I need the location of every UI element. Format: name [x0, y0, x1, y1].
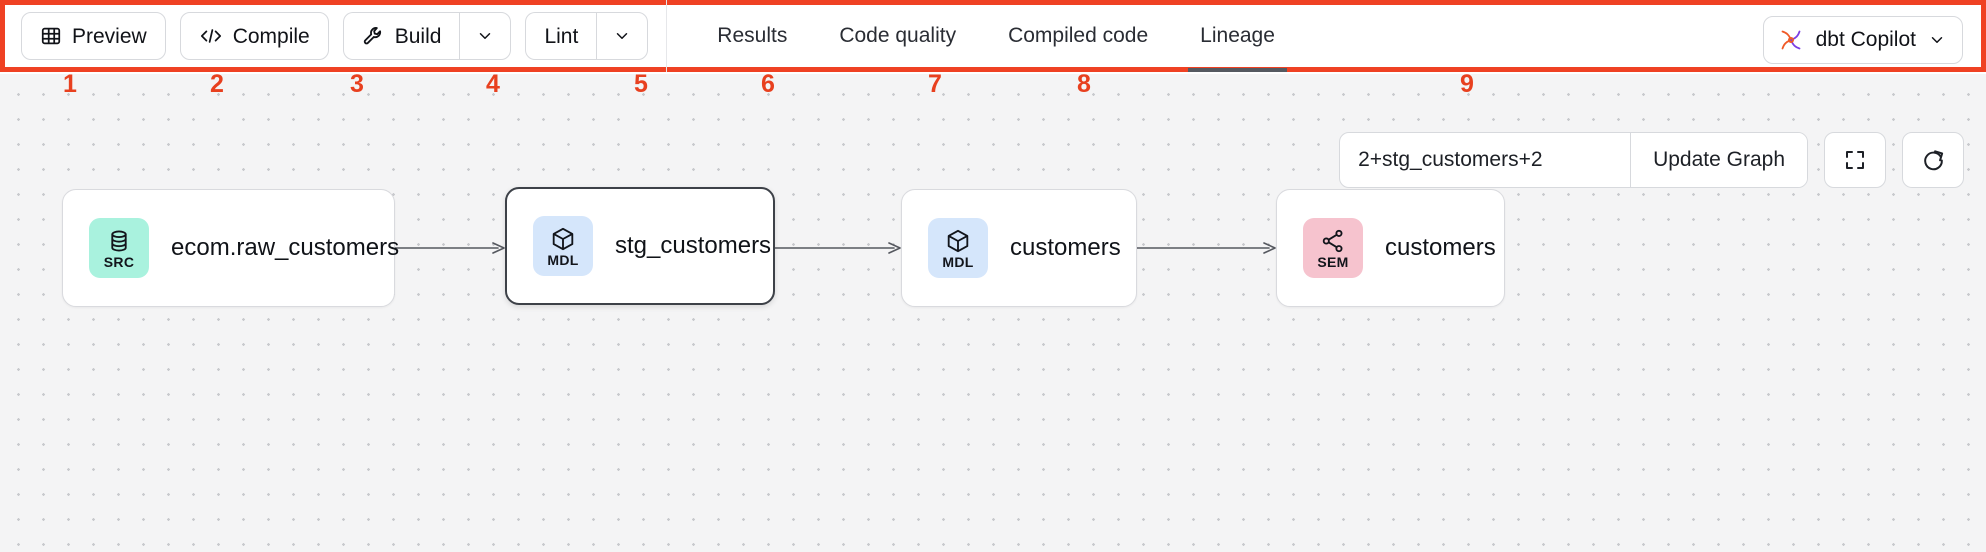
toolbar-annotation-box: Preview Compile	[0, 0, 1986, 72]
toolbar: Preview Compile	[5, 0, 1981, 72]
node-type-badge-sem: SEM	[1303, 218, 1363, 278]
refresh-icon	[1921, 148, 1946, 173]
node-type-label: MDL	[942, 253, 974, 270]
node-label: stg_customers	[615, 232, 772, 259]
lineage-node-sem[interactable]: SEM customers	[1276, 189, 1505, 307]
cube-icon	[945, 228, 971, 254]
toolbar-button-group: Preview Compile	[5, 12, 649, 60]
lineage-edge-src-to-stg	[394, 240, 505, 261]
node-label: ecom.raw_customers	[171, 234, 400, 261]
node-type-label: SEM	[1317, 253, 1349, 270]
node-type-badge-mdl: MDL	[533, 216, 593, 276]
compile-button[interactable]: Compile	[179, 12, 329, 60]
refresh-button[interactable]	[1902, 132, 1964, 188]
chevron-down-icon	[613, 27, 631, 45]
dbt-copilot-label: dbt Copilot	[1815, 28, 1916, 51]
node-label: customers	[1010, 234, 1121, 261]
annotation-number-7: 7	[928, 70, 942, 98]
annotation-number-3: 3	[350, 70, 364, 98]
database-icon	[106, 228, 132, 254]
lineage-edge-mdl-to-sem	[1136, 240, 1276, 261]
tab-bar: Results Code quality Compiled code Linea…	[667, 0, 1301, 72]
lineage-edge-stg-to-mdl	[774, 240, 901, 261]
lineage-node-src[interactable]: SRC ecom.raw_customers	[62, 189, 399, 307]
lint-button-label: Lint	[544, 24, 579, 48]
tab-compiled-code-label: Compiled code	[1008, 24, 1149, 47]
tab-results-label: Results	[717, 24, 788, 47]
node-type-badge-src: SRC	[89, 218, 149, 278]
node-type-badge-mdl: MDL	[928, 218, 988, 278]
preview-button-label: Preview	[72, 24, 147, 48]
graph-controls: Update Graph	[1339, 132, 1964, 188]
table-icon	[40, 25, 62, 47]
build-split-button: Build	[342, 12, 512, 60]
tab-code-quality-label: Code quality	[839, 24, 957, 47]
chevron-down-icon	[1928, 31, 1946, 49]
tab-lineage[interactable]: Lineage	[1174, 0, 1301, 72]
preview-button[interactable]: Preview	[21, 12, 166, 60]
chevron-down-icon	[476, 27, 494, 45]
tab-results[interactable]: Results	[691, 0, 813, 72]
lineage-node-stg[interactable]: MDL stg_customers	[505, 187, 775, 305]
build-dropdown-button[interactable]	[459, 12, 512, 60]
copilot-container: dbt Copilot	[1762, 16, 1963, 64]
tab-lineage-label: Lineage	[1200, 24, 1275, 47]
annotation-number-6: 6	[761, 70, 775, 98]
build-button-label: Build	[394, 24, 442, 48]
graph-selector-bar: Update Graph	[1339, 132, 1808, 188]
annotation-number-5: 5	[634, 70, 648, 98]
toolbar-divider	[666, 0, 668, 72]
annotation-number-4: 4	[486, 70, 500, 98]
annotation-number-9: 9	[1460, 70, 1474, 98]
fullscreen-icon	[1843, 148, 1867, 172]
annotation-number-2: 2	[210, 70, 224, 98]
annotation-number-1: 1	[63, 70, 77, 98]
dbt-copilot-icon	[1778, 27, 1804, 53]
update-graph-button[interactable]: Update Graph	[1630, 133, 1807, 187]
update-graph-label: Update Graph	[1653, 148, 1785, 171]
annotation-numbers: 1 2 3 4 5 6 7 8 9	[0, 72, 1986, 116]
node-type-label: SRC	[103, 253, 135, 270]
dbt-copilot-button[interactable]: dbt Copilot	[1762, 16, 1963, 64]
code-icon	[199, 25, 223, 47]
lint-button[interactable]: Lint	[525, 12, 597, 60]
tab-compiled-code[interactable]: Compiled code	[982, 0, 1174, 72]
lineage-node-mdl[interactable]: MDL customers	[901, 189, 1137, 307]
compile-button-label: Compile	[232, 24, 310, 48]
node-label: customers	[1385, 234, 1496, 261]
fullscreen-button[interactable]	[1824, 132, 1886, 188]
graph-selector-input[interactable]	[1340, 133, 1631, 187]
lint-split-button: Lint	[525, 12, 649, 60]
node-type-label: MDL	[547, 251, 579, 268]
lint-dropdown-button[interactable]	[596, 12, 649, 60]
semantic-icon	[1320, 228, 1346, 254]
tab-code-quality[interactable]: Code quality	[813, 0, 982, 72]
build-button[interactable]: Build	[342, 12, 460, 60]
wrench-icon	[362, 25, 385, 48]
cube-icon	[550, 226, 576, 252]
lineage-canvas[interactable]: Update Graph	[0, 74, 1986, 552]
annotation-number-8: 8	[1077, 70, 1091, 98]
